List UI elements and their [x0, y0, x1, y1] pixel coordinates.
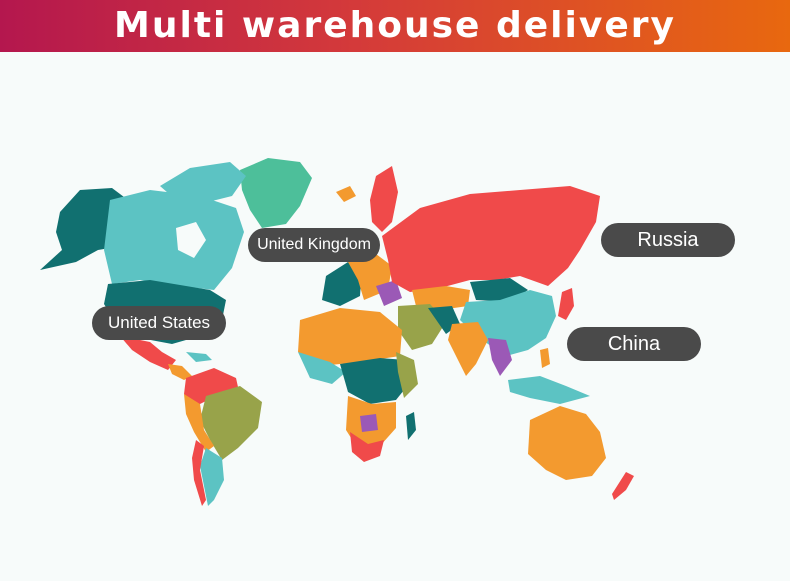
australia	[528, 406, 606, 480]
africa-north	[298, 308, 402, 366]
new-zealand	[612, 472, 634, 500]
label-united-states: United States	[92, 306, 226, 340]
iceland	[336, 186, 356, 202]
arctic-islands	[160, 162, 246, 204]
mexico	[120, 336, 176, 370]
greenland	[240, 158, 312, 228]
india	[448, 322, 488, 376]
africa-east	[396, 352, 418, 398]
russia	[382, 186, 600, 292]
chile	[192, 440, 206, 506]
africa-central	[340, 358, 412, 404]
caribbean	[186, 352, 212, 362]
africa-purple	[360, 414, 378, 432]
europe-west	[322, 262, 362, 306]
brazil	[200, 386, 262, 460]
world-map	[40, 158, 634, 506]
south-africa	[350, 432, 384, 462]
southeast-asia	[488, 338, 512, 376]
label-russia: Russia	[601, 223, 735, 257]
hudson-bay	[176, 222, 206, 258]
central-america	[168, 364, 192, 380]
madagascar	[406, 412, 416, 440]
japan	[558, 288, 574, 320]
label-china: China	[567, 327, 701, 361]
label-united-kingdom: United Kingdom	[248, 228, 380, 262]
indonesia	[508, 376, 590, 404]
argentina	[200, 448, 224, 506]
scandinavia	[370, 166, 398, 232]
europe-east	[376, 280, 402, 306]
peru-bolivia	[184, 394, 214, 452]
header-banner: Multi warehouse delivery	[0, 0, 790, 52]
banner-title: Multi warehouse delivery	[114, 5, 676, 46]
philippines	[540, 348, 550, 368]
alaska	[40, 188, 128, 270]
central-asia	[412, 286, 470, 310]
canada	[104, 190, 244, 290]
africa-west	[298, 352, 346, 384]
